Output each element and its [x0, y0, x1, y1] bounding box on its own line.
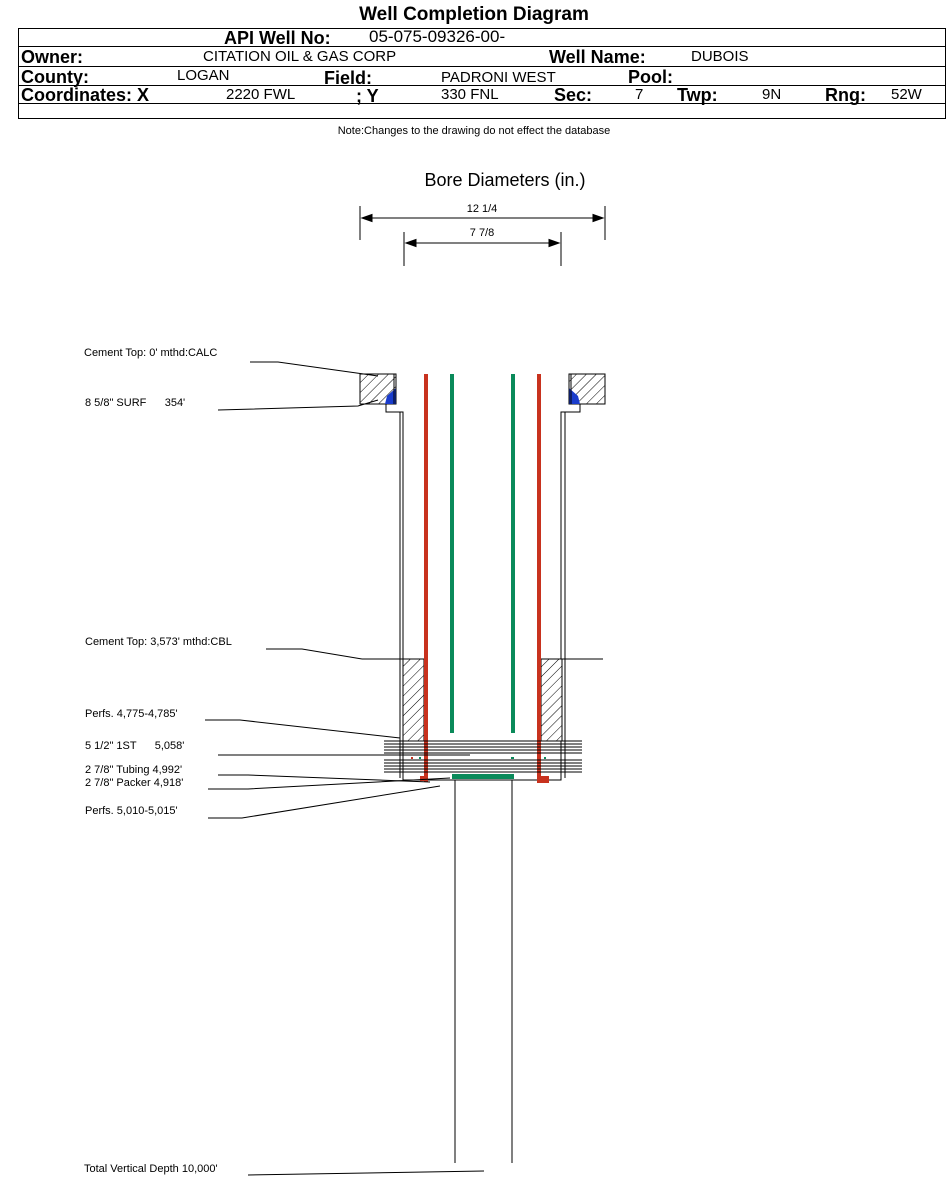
production-cement-left: [402, 658, 425, 742]
packer: [452, 774, 514, 779]
rng-label: Rng:: [825, 85, 866, 105]
well-name-value: DUBOIS: [691, 48, 749, 65]
tubing-label: 2 7/8" Tubing 4,992': [85, 764, 183, 776]
coord-y-label: ; Y: [356, 86, 379, 106]
cement-wedge-left: [385, 388, 396, 404]
total-vertical-depth-label: Total Vertical Depth 10,000': [84, 1163, 218, 1175]
well-name-label: Well Name:: [549, 47, 646, 67]
coord-x-label: Coordinates: X: [21, 85, 150, 105]
cement-top-production-label: Cement Top: 3,573' mthd:CBL: [85, 636, 232, 648]
open-hole: [454, 780, 513, 1163]
cement-wedge-right: [569, 388, 580, 404]
sec-value: 7: [635, 86, 644, 103]
field-label: Field:: [324, 68, 372, 88]
twp-value: 9N: [762, 86, 782, 103]
row-divider: [19, 66, 945, 67]
api-label: API Well No:: [224, 28, 331, 48]
production-casing-label: 5 1/2" 1ST 5,058': [85, 740, 185, 752]
inner-bore-label: 7 7/8: [470, 227, 494, 239]
production-cement-right: [540, 658, 563, 742]
rng-value: 52W: [891, 86, 922, 103]
owner-value: CITATION OIL & GAS CORP: [203, 48, 397, 65]
pool-label: Pool:: [628, 67, 673, 87]
row-divider: [19, 85, 945, 86]
row-divider: [19, 103, 945, 104]
coord-y-value: 330 FNL: [441, 86, 499, 103]
inner-bore-dimension: [403, 232, 562, 266]
coord-x-value: 2220 FWL: [226, 86, 296, 103]
perforations-upper: [384, 740, 582, 754]
owner-label: Owner:: [21, 47, 84, 67]
twp-label: Twp:: [677, 85, 718, 105]
surface-casing: [393, 374, 572, 404]
annotation-leaders: [205, 361, 485, 1176]
perfs-upper-label: Perfs. 4,775-4,785': [85, 708, 178, 720]
county-label: County:: [21, 67, 89, 87]
surface-casing-label: 8 5/8" SURF 354': [85, 397, 186, 409]
field-value: PADRONI WEST: [441, 69, 556, 86]
production-bore-walls: [385, 404, 581, 781]
county-value: LOGAN: [177, 67, 230, 84]
api-value: 05-075-09326-00-: [369, 27, 506, 46]
diagram-title: Well Completion Diagram: [359, 4, 589, 25]
sec-label: Sec:: [554, 85, 593, 105]
cement-top-surface-label: Cement Top: 0' mthd:CALC: [84, 347, 218, 359]
packer-label: 2 7/8" Packer 4,918': [85, 777, 184, 789]
well-header-table: API Well No: 05-075-09326-00- Owner: CIT…: [18, 27, 946, 119]
perfs-lower-label: Perfs. 5,010-5,015': [85, 805, 178, 817]
outer-bore-dimension: [359, 206, 606, 240]
bore-diameters-title: Bore Diameters (in.): [424, 170, 585, 190]
database-note: Note:Changes to the drawing do not effec…: [337, 125, 611, 137]
outer-bore-label: 12 1/4: [467, 203, 498, 215]
perforations-lower: [384, 759, 582, 773]
row-divider: [19, 46, 945, 47]
perforation-dots: [411, 757, 549, 783]
